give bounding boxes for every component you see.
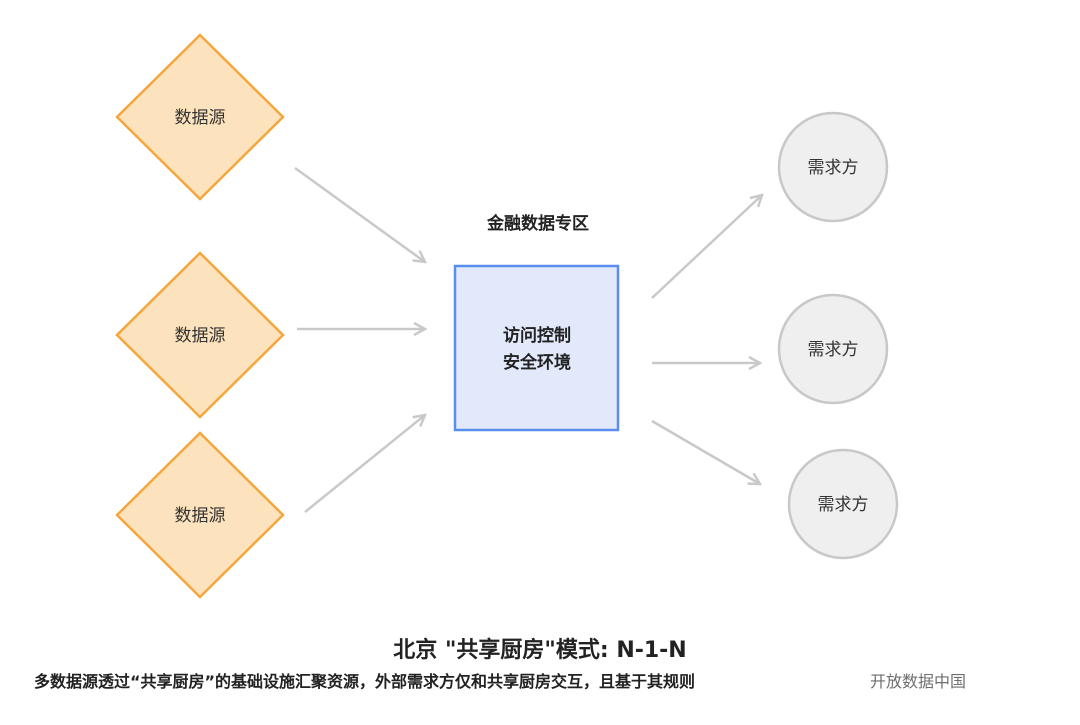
source-node-3: 数据源 [115, 431, 285, 599]
consumer-label: 需求方 [808, 158, 859, 178]
caption-title: 北京 "共享厨房"模式: N-1-N [393, 638, 687, 663]
zone-title: 金融数据专区 [486, 213, 589, 234]
consumer-label: 需求方 [808, 340, 859, 360]
arrow-center-consumer3 [651, 419, 760, 484]
arrow-center-consumer1 [651, 195, 762, 299]
source-label: 数据源 [175, 506, 226, 526]
consumer-node-2: 需求方 [777, 293, 889, 405]
consumer-node-3: 需求方 [787, 448, 899, 560]
source-label: 数据源 [175, 108, 226, 128]
arrow-source3-center [304, 415, 425, 513]
center-label-line2: 安全环境 [503, 352, 571, 373]
center-label-line1: 访问控制 [503, 325, 571, 346]
source-node-1: 数据源 [115, 33, 285, 201]
caption-subtitle: 多数据源透过“共享厨房”的基础设施汇聚资源，外部需求方仅和共享厨房交互，且基于其… [34, 672, 696, 691]
center-node: 访问控制 安全环境 [453, 264, 620, 432]
consumer-label: 需求方 [818, 495, 869, 515]
watermark: 开放数据中国 [870, 668, 967, 692]
arrow-source1-center [294, 166, 425, 262]
source-node-2: 数据源 [115, 251, 285, 419]
consumer-node-1: 需求方 [777, 111, 889, 223]
source-label: 数据源 [175, 326, 226, 346]
